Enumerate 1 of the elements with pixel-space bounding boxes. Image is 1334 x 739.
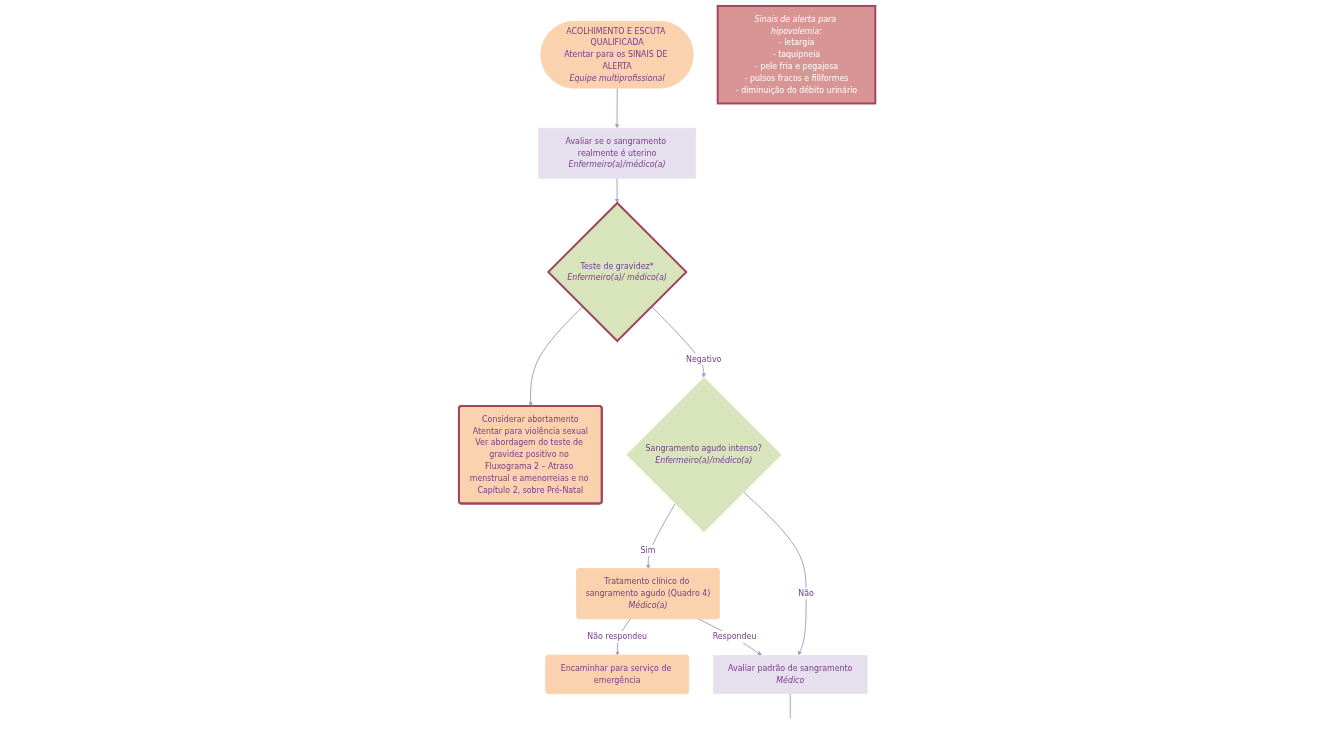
connector: [789, 693, 791, 719]
